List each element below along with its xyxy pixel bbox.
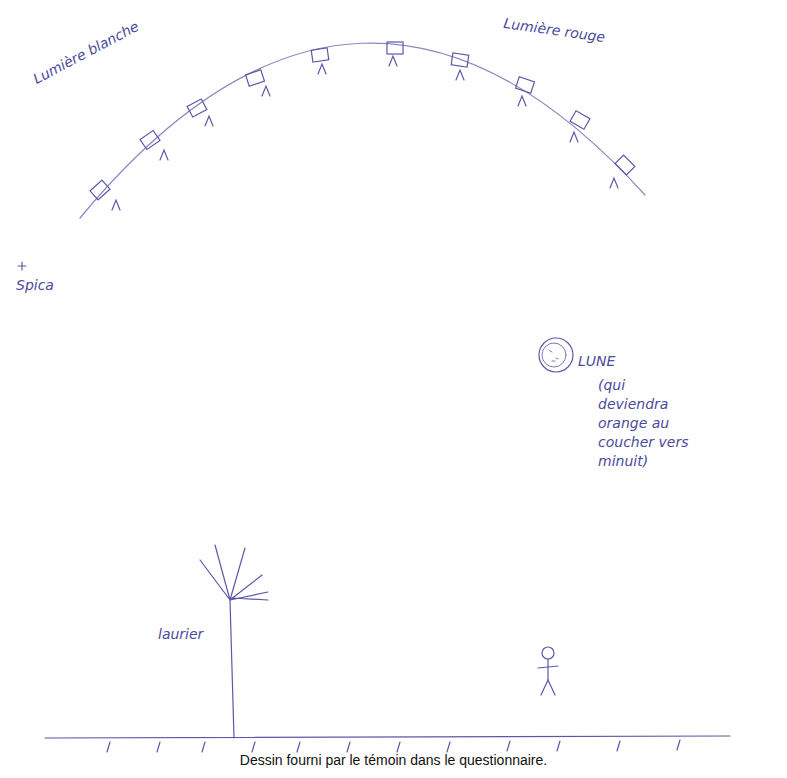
moon-note: (qui deviendra orange au coucher vers mi… xyxy=(598,376,698,470)
light-note: Lumière rouge xyxy=(502,14,606,47)
moon xyxy=(539,338,573,372)
light-note: Lumière blanche xyxy=(30,17,142,89)
tree-label: laurier xyxy=(158,625,203,644)
ground xyxy=(45,736,730,752)
figure-caption: Dessin fourni par le témoin dans le ques… xyxy=(0,752,787,768)
star-name: Spica xyxy=(16,276,54,295)
moon-label: LUNE xyxy=(578,352,615,371)
stick-figure xyxy=(538,647,558,695)
trajectory-arc xyxy=(80,43,645,218)
tree xyxy=(200,545,268,738)
star-mark xyxy=(18,262,26,270)
light-objects xyxy=(90,42,635,210)
